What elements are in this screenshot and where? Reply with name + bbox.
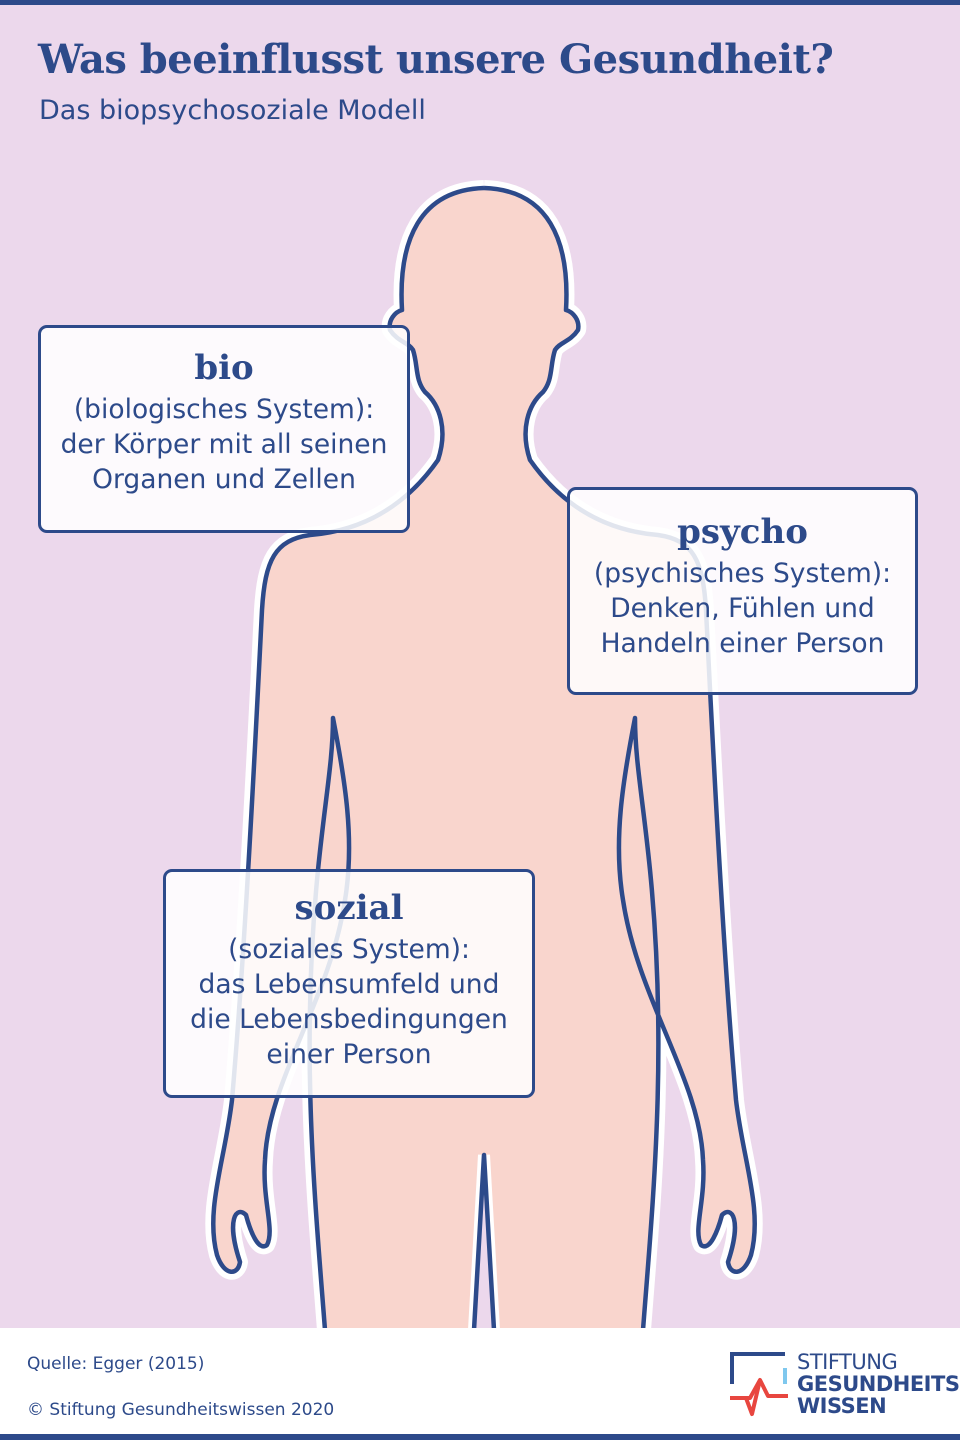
logo-heartbeat-icon (730, 1352, 788, 1416)
logo-line: WISSEN (797, 1394, 887, 1418)
psycho-line: Denken, Fühlen und (610, 593, 875, 624)
bio-box: bio (biologisches System): der Körper mi… (38, 325, 410, 533)
top-bar (0, 0, 960, 5)
sozial-line: die Lebensbedingungen (190, 1004, 508, 1035)
sozial-line: (soziales System): (228, 934, 470, 965)
logo-text: STIFTUNG GESUNDHEITS WISSEN (797, 1350, 960, 1418)
bio-line: Organen und Zellen (92, 464, 356, 495)
sozial-heading: sozial (294, 888, 404, 928)
bio-line: der Körper mit all seinen (60, 429, 388, 460)
psycho-box: psycho (psychisches System): Denken, Füh… (567, 487, 918, 695)
logo-line: GESUNDHEITS (797, 1372, 960, 1396)
source-text: Quelle: Egger (2015) (27, 1354, 205, 1374)
page-title: Was beeinflusst unsere Gesundheit? (38, 36, 834, 83)
sozial-line: das Lebensumfeld und (198, 969, 500, 1000)
bottom-bar (0, 1434, 960, 1440)
sozial-box: sozial (soziales System): das Lebensumfe… (163, 869, 535, 1098)
bio-line: (biologisches System): (73, 394, 375, 425)
bio-heading: bio (194, 348, 254, 388)
page-subtitle: Das biopsychosoziale Modell (39, 95, 426, 126)
sozial-line: einer Person (266, 1039, 432, 1070)
copyright-text: © Stiftung Gesundheitswissen 2020 (27, 1400, 335, 1420)
psycho-heading: psycho (677, 512, 808, 552)
psycho-line: (psychisches System): (593, 558, 892, 589)
footer (0, 1328, 960, 1435)
psycho-line: Handeln einer Person (600, 628, 885, 659)
logo-line: STIFTUNG (797, 1350, 898, 1374)
